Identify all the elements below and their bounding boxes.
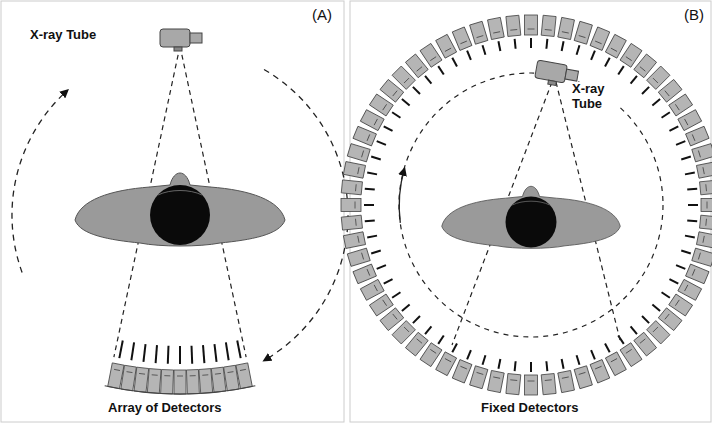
component-label: Array of Detectors: [108, 401, 221, 416]
x-ray-tube: [160, 29, 202, 51]
rotation-path: [399, 73, 663, 337]
detector-ring: [341, 15, 712, 395]
component-label: Fixed Detectors: [481, 401, 579, 416]
panel-letter: (A): [312, 6, 332, 23]
panel-frame: [350, 1, 711, 422]
component-label: X-ray Tube: [570, 82, 618, 112]
component-label: X-ray Tube: [30, 28, 96, 43]
panel-letter: (B): [684, 6, 704, 23]
patient-cross-section: [442, 186, 621, 248]
rotation-path: [12, 70, 348, 361]
patient-cross-section: [75, 173, 285, 246]
rotation-arrow: [399, 169, 404, 223]
panel-frame: [1, 1, 344, 422]
detector-array: [105, 339, 256, 394]
